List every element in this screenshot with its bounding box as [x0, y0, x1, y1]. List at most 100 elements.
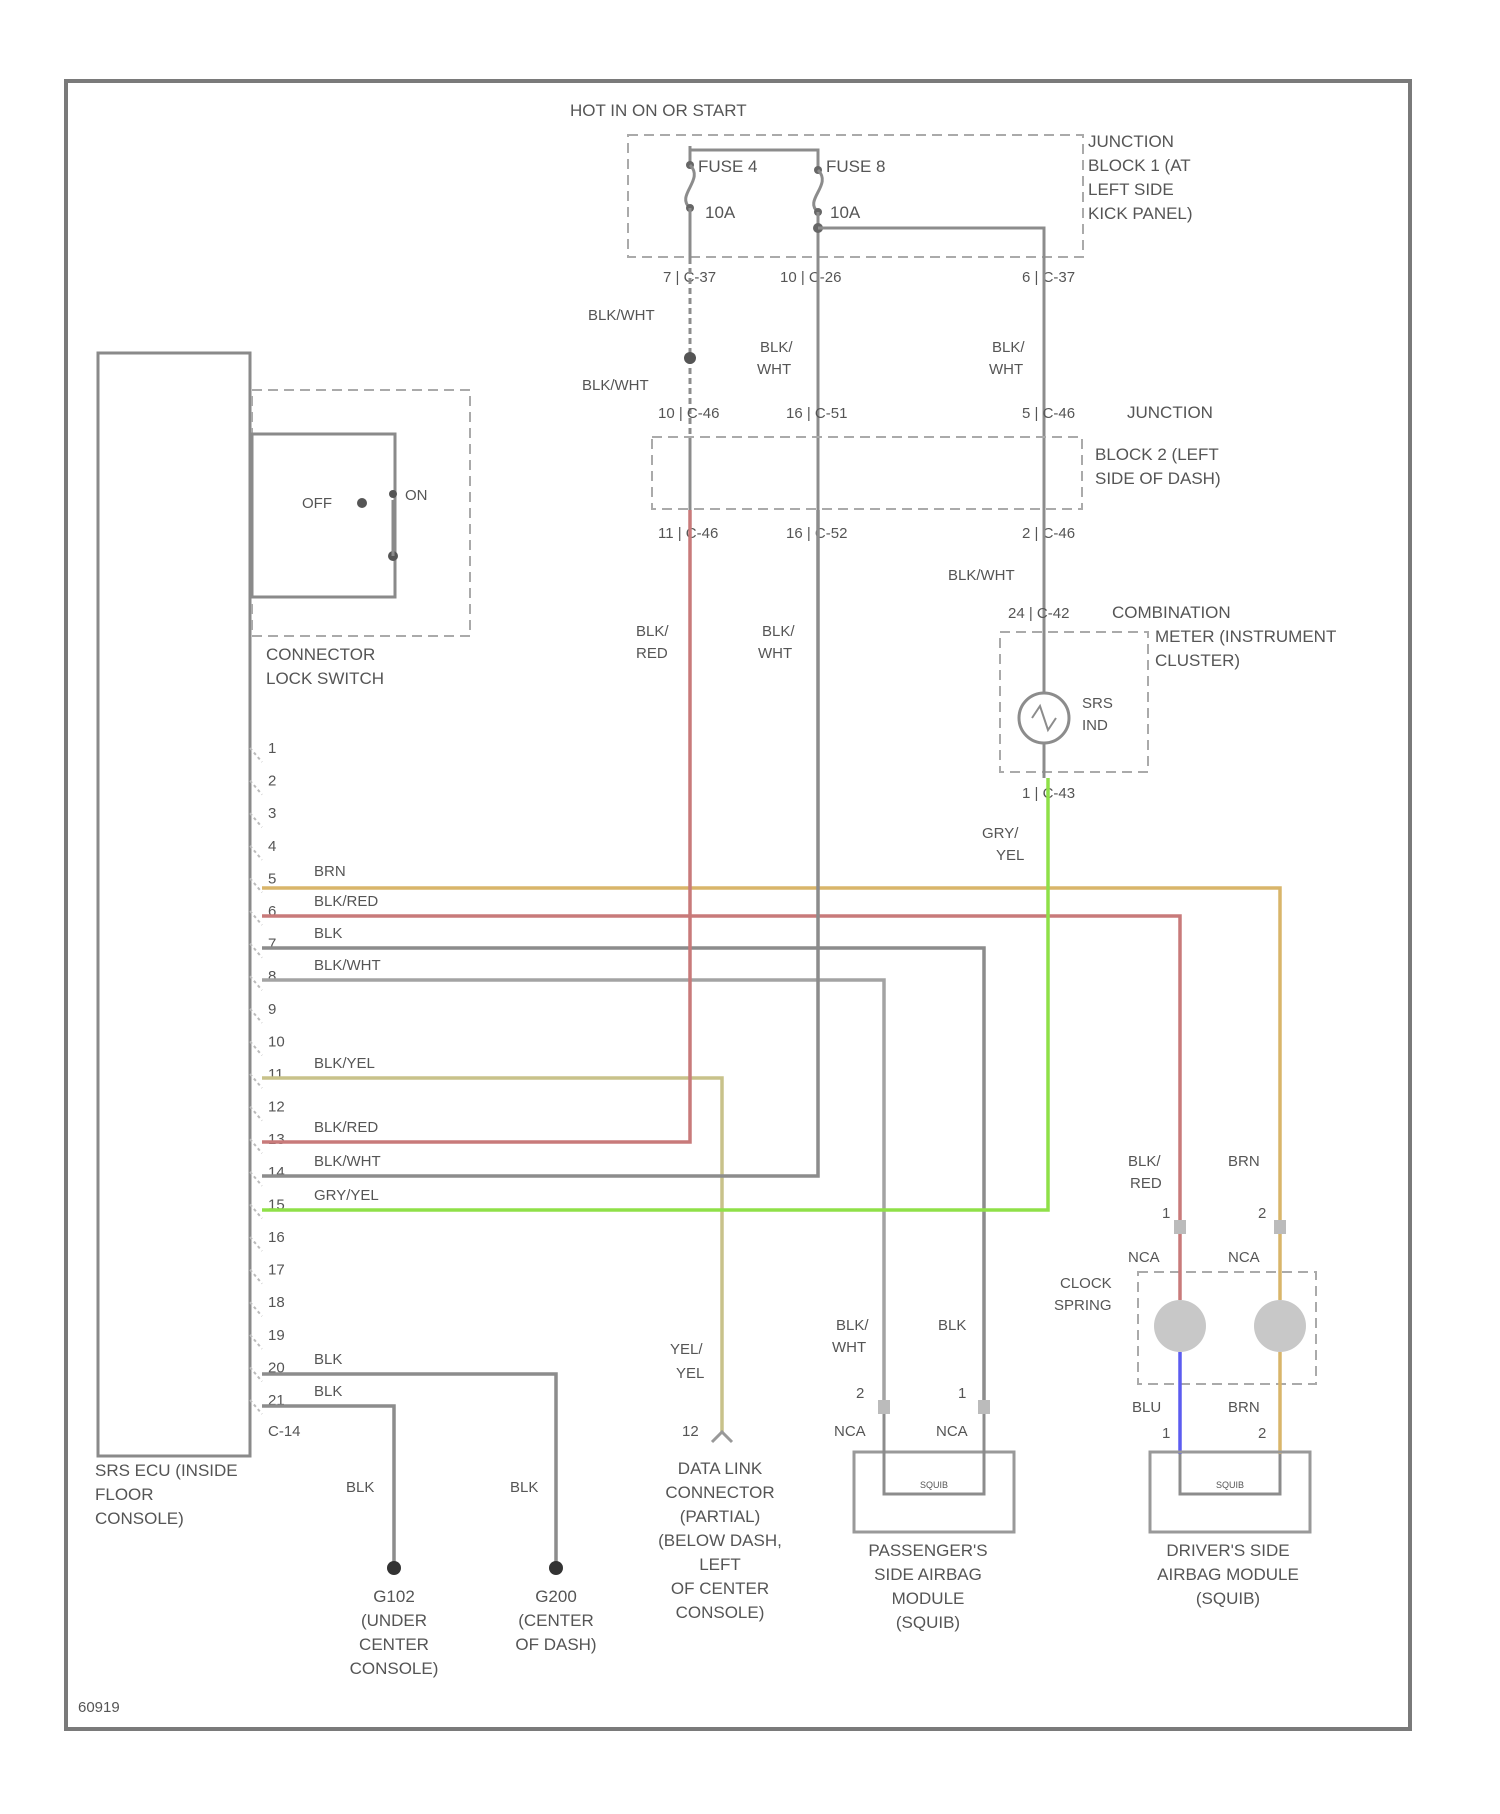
ecu-pin-19: 19 — [268, 1327, 285, 1344]
ecu-pin-12: 12 — [268, 1099, 285, 1116]
power-condition-label: HOT IN ON OR START — [570, 101, 747, 120]
pin14-wire-label: BLK/WHT — [314, 1153, 381, 1170]
passenger-airbag-module — [854, 1452, 1014, 1532]
ecu-pin-2: 2 — [268, 773, 276, 790]
g200-label-1: G200 — [535, 1587, 577, 1606]
pass-label-1: PASSENGER'S — [868, 1541, 987, 1560]
ecu-pin-4: 4 — [268, 838, 276, 855]
pin6-wire-label: BLK/RED — [314, 893, 378, 910]
g200-label-2: (CENTER — [518, 1611, 594, 1630]
ground-1-wire: BLK — [346, 1479, 374, 1496]
blk-red-vertical-label-1: BLK/ — [636, 623, 669, 640]
jb1-label-line-3: LEFT SIDE — [1088, 180, 1174, 199]
g102-label-3: CENTER — [359, 1635, 429, 1654]
jb2-label-line-1: BLOCK 2 (LEFT — [1095, 445, 1219, 464]
fuse-b-rating: 10A — [830, 203, 861, 222]
ecu-pin-9: 9 — [268, 1001, 276, 1018]
drv-top-connector-b — [1274, 1220, 1286, 1234]
dlc-wire-label-2: YEL — [676, 1365, 704, 1382]
clock-spring-coil-b-icon — [1254, 1300, 1306, 1352]
wire-a-splice — [684, 352, 696, 364]
ecu-pin-14: 14 — [268, 1164, 285, 1181]
jb2-label-line-2: SIDE OF DASH) — [1095, 469, 1221, 488]
jb1-connector-c: 6 | C-37 — [1022, 269, 1075, 286]
ecu-label-line-2: FLOOR — [95, 1485, 154, 1504]
wire-b-label-1: BLK/ — [760, 339, 793, 356]
dlc-label-3: (PARTIAL) — [680, 1507, 761, 1526]
ecu-label-line-3: CONSOLE) — [95, 1509, 184, 1528]
drv-wire-bot-a: BLU — [1132, 1399, 1161, 1416]
dlc-label-5: LEFT — [699, 1555, 741, 1574]
jb1-connector-b: 10 | C-26 — [780, 269, 841, 286]
switch-off-label: OFF — [302, 495, 332, 512]
drv-nca-a: NCA — [1128, 1249, 1160, 1266]
ecu-pin-tick-4 — [250, 846, 262, 860]
jb2-junction-word: JUNCTION — [1127, 403, 1213, 422]
pass-label-3: MODULE — [892, 1589, 965, 1608]
switch-label-line-2: LOCK SWITCH — [266, 669, 384, 688]
wire-blk-red-pin13-to-jb2 — [262, 510, 690, 1142]
ecu-pin-tick-18 — [250, 1302, 262, 1316]
drv-label-1: DRIVER'S SIDE — [1166, 1541, 1289, 1560]
drv-pin-1-top: 1 — [1162, 1205, 1170, 1222]
dlc-label-2: CONNECTOR — [665, 1483, 774, 1502]
srs-ecu-outline — [98, 353, 250, 1456]
ecu-pin-17: 17 — [268, 1262, 285, 1279]
pass-wire-b-label: BLK — [938, 1317, 966, 1334]
switch-on-label: ON — [405, 487, 428, 504]
wire-c-label-2: WHT — [989, 361, 1023, 378]
ecu-pin-tick-7 — [250, 944, 262, 958]
ecu-pin-tick-16 — [250, 1237, 262, 1251]
pin5-wire-label: BRN — [314, 863, 346, 880]
g102-label-2: (UNDER — [361, 1611, 427, 1630]
junction-block-1-outline — [628, 135, 1083, 257]
dlc-pin: 12 — [682, 1423, 699, 1440]
dlc-label-6: OF CENTER — [671, 1579, 769, 1598]
wire-gry-yel-pin15-to-meter — [262, 778, 1048, 1210]
wire-a-label-bottom: BLK/WHT — [582, 377, 649, 394]
jb2-top-connector-c: 5 | C-46 — [1022, 405, 1075, 422]
wire-c-lower-label: BLK/WHT — [948, 567, 1015, 584]
drv-label-3: (SQUIB) — [1196, 1589, 1260, 1608]
pass-nca-b: NCA — [936, 1423, 968, 1440]
ground-g102-icon — [387, 1561, 401, 1575]
srs-indicator-filament-icon — [1032, 706, 1056, 730]
drv-wire-top-a-1: BLK/ — [1128, 1153, 1161, 1170]
pin8-wire-label: BLK/WHT — [314, 957, 381, 974]
drv-pin-1-bot: 1 — [1162, 1425, 1170, 1442]
switch-on-contact — [389, 490, 397, 498]
jb2-top-connector-a: 10 | C-46 — [658, 405, 719, 422]
ground-g200-icon — [549, 1561, 563, 1575]
blk-wht-vertical-label-1: BLK/ — [762, 623, 795, 640]
meter-label-line-1: COMBINATION — [1112, 603, 1231, 622]
gry-yel-label-1: GRY/ — [982, 825, 1019, 842]
ecu-pin-18: 18 — [268, 1294, 285, 1311]
fuse-a-name: FUSE 4 — [698, 157, 758, 176]
ecu-pin-tick-20 — [250, 1367, 262, 1381]
ecu-pin-8: 8 — [268, 968, 276, 985]
pin21-wire-label: BLK — [314, 1383, 342, 1400]
meter-label-line-3: CLUSTER) — [1155, 651, 1240, 670]
jb1-label-line-4: KICK PANEL) — [1088, 204, 1193, 223]
ecu-pin-tick-15 — [250, 1204, 262, 1218]
dlc-terminal-icon — [712, 1432, 732, 1442]
pin20-wire-label: BLK — [314, 1351, 342, 1368]
g102-label-4: CONSOLE) — [350, 1659, 439, 1678]
srs-ind-label-1: SRS — [1082, 695, 1113, 712]
ecu-pin-16: 16 — [268, 1229, 285, 1246]
jb2-bottom-connector-c: 2 | C-46 — [1022, 525, 1075, 542]
lock-switch-box — [252, 434, 395, 597]
dlc-label-7: CONSOLE) — [676, 1603, 765, 1622]
pass-pin-b: 1 — [958, 1385, 966, 1402]
pin15-wire-label: GRY/YEL — [314, 1187, 379, 1204]
drv-nca-b: NCA — [1228, 1249, 1260, 1266]
drv-top-connector-a — [1174, 1220, 1186, 1234]
wire-blk-pin20-to-g200 — [262, 1374, 556, 1566]
pin13-wire-label: BLK/RED — [314, 1119, 378, 1136]
fuse-a-rating: 10A — [705, 203, 736, 222]
ecu-pin-1: 1 — [268, 740, 276, 757]
drv-pin-2-top: 2 — [1258, 1205, 1266, 1222]
blk-wht-vertical-label-2: WHT — [758, 645, 792, 662]
ecu-pin-tick-6 — [250, 911, 262, 925]
clock-spring-label-1: CLOCK — [1060, 1275, 1112, 1292]
